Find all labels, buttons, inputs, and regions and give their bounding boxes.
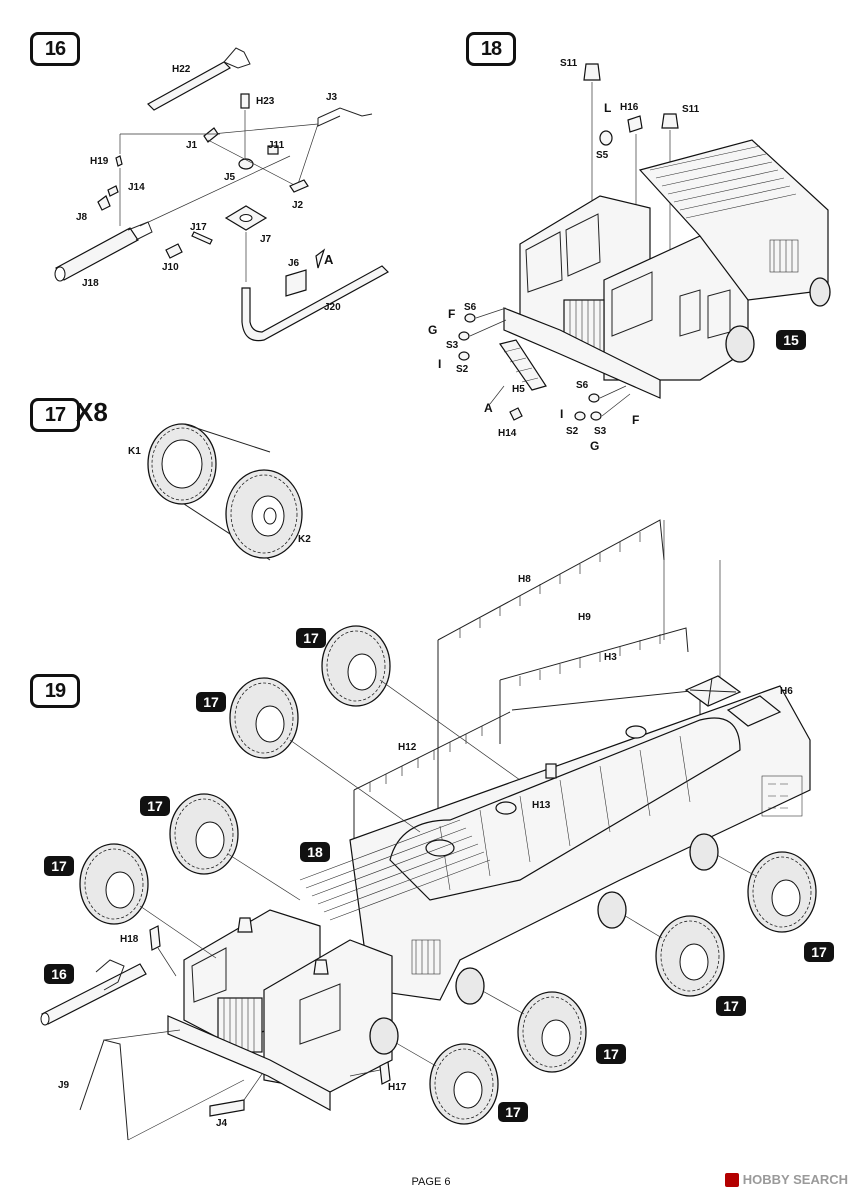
step-17-reference: 17 xyxy=(716,996,746,1016)
part-label: H19 xyxy=(90,156,109,167)
step16-diagram xyxy=(54,47,389,342)
part-label: H5 xyxy=(512,384,525,395)
part-label: J5 xyxy=(224,172,236,183)
part-label: S3 xyxy=(446,340,459,351)
page-number: PAGE 6 xyxy=(411,1176,451,1188)
part-label: H12 xyxy=(398,742,417,753)
part-label: J10 xyxy=(162,262,179,273)
part-label: H14 xyxy=(498,428,517,439)
part-label: S11 xyxy=(682,104,700,115)
part-label: A xyxy=(484,401,493,415)
part-label: S6 xyxy=(464,302,477,313)
part-label: H16 xyxy=(620,102,639,113)
step-17-reference: 17 xyxy=(196,692,226,712)
part-label: J8 xyxy=(76,212,88,223)
step-17-reference: 17 xyxy=(804,942,834,962)
watermark: HOBBY SEARCH xyxy=(724,1172,848,1187)
part-label: J20 xyxy=(324,302,341,313)
part-label: F xyxy=(632,413,640,427)
part-label: H6 xyxy=(780,686,793,697)
step19-diagram xyxy=(40,519,817,1141)
step-17-reference: 17 xyxy=(296,628,326,648)
part-label: J18 xyxy=(82,278,99,289)
part-label: J4 xyxy=(216,1118,228,1129)
part-label: S5 xyxy=(596,150,609,161)
watermark-logo-icon xyxy=(724,1172,739,1187)
step-18-badge: 18 xyxy=(466,32,516,66)
part-label: J9 xyxy=(58,1080,70,1091)
step-17-reference: 17 xyxy=(140,796,170,816)
part-label: H9 xyxy=(578,612,591,623)
part-label: J14 xyxy=(128,182,145,193)
part-label: J6 xyxy=(288,258,300,269)
step17-diagram xyxy=(147,423,303,561)
part-label: J11 xyxy=(268,140,285,151)
part-label: A xyxy=(324,252,334,267)
watermark-text: HOBBY SEARCH xyxy=(742,1172,848,1187)
step-17-reference: 17 xyxy=(44,856,74,876)
part-label: G xyxy=(428,323,438,337)
part-label: L xyxy=(604,101,612,115)
part-label: S11 xyxy=(560,58,578,69)
step-17-reference: 17 xyxy=(596,1044,626,1064)
step-17-reference: 17 xyxy=(498,1102,528,1122)
part-label: I xyxy=(560,407,564,421)
part-label: K1 xyxy=(128,446,141,457)
part-label: I xyxy=(438,357,442,371)
wheels xyxy=(79,625,817,1125)
part-label: S2 xyxy=(456,364,469,375)
part-label: S2 xyxy=(566,426,579,437)
step-15-reference: 15 xyxy=(776,330,806,350)
step18-diagram xyxy=(458,63,831,421)
part-label: S6 xyxy=(576,380,589,391)
part-label: J2 xyxy=(292,200,304,211)
part-label: K2 xyxy=(298,534,311,545)
step-16-badge: 16 xyxy=(30,32,80,66)
part-label: S3 xyxy=(594,426,607,437)
part-label: J3 xyxy=(326,92,338,103)
part-label: H18 xyxy=(120,934,139,945)
part-label: H23 xyxy=(256,96,275,107)
part-label: J17 xyxy=(190,222,207,233)
part-label: H8 xyxy=(518,574,531,585)
part-label: J7 xyxy=(260,234,272,245)
step-16-reference: 16 xyxy=(44,964,74,984)
step-19-badge: 19 xyxy=(30,674,80,708)
part-label: H17 xyxy=(388,1082,407,1093)
part-label: J1 xyxy=(186,140,198,151)
part-label: G xyxy=(590,439,600,453)
part-label: H3 xyxy=(604,652,617,663)
step-17-badge: 17 xyxy=(30,398,80,432)
part-label: F xyxy=(448,307,456,321)
step-17-quantity: X8 xyxy=(76,397,108,427)
part-label: H22 xyxy=(172,64,191,75)
part-label: H13 xyxy=(532,800,551,811)
step-18-reference: 18 xyxy=(300,842,330,862)
